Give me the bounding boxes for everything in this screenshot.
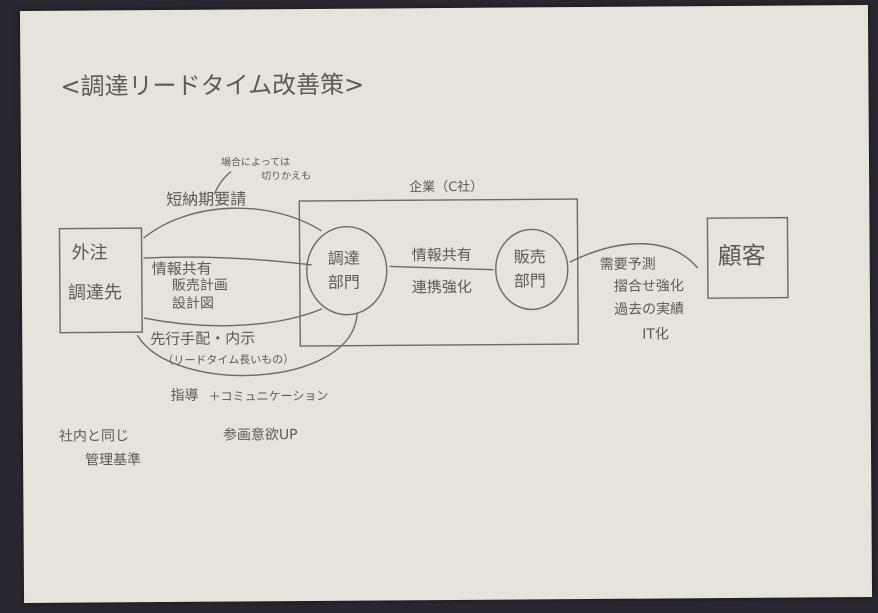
coordination-arrow	[389, 265, 494, 271]
supplier-box	[58, 227, 143, 334]
note-line-1: 場合によっては	[220, 157, 291, 169]
customer-box	[706, 216, 789, 299]
company-label: 企業（C社）	[409, 179, 484, 196]
demand-forecast: 需要予測	[599, 256, 656, 273]
note-pointer	[213, 170, 232, 195]
info-share-arrow	[143, 256, 312, 266]
procurement-circle	[306, 225, 388, 316]
advance-note: （リードタイム長いもの）	[162, 353, 295, 367]
center-label-2: 連携強化	[411, 277, 472, 297]
supplier-line-2: 調達先	[67, 282, 122, 304]
same-standard-1: 社内と同じ	[58, 428, 129, 445]
center-label-1: 情報共有	[411, 245, 472, 265]
motivation-label: 参画意欲UP	[222, 427, 298, 444]
info-share-left: 情報共有	[151, 259, 212, 279]
demand-it: IT化	[642, 326, 669, 343]
guidance-loop	[136, 313, 358, 377]
advance-arrow	[143, 308, 323, 327]
short-delivery-label: 短納期要請	[166, 189, 247, 209]
short-delivery-arrow	[143, 207, 322, 239]
procurement-line-2: 部門	[327, 272, 360, 292]
sales-circle	[495, 228, 569, 311]
note-line-2: 切りかえも	[261, 170, 312, 183]
company-box	[298, 198, 579, 347]
same-standard-2: 管理基準	[85, 452, 142, 469]
info-item-design: 設計図	[171, 295, 215, 312]
demand-item-alignment: 摺合せ強化	[613, 278, 684, 295]
demand-arrow	[569, 243, 699, 269]
advance-label: 先行手配・内示	[150, 329, 256, 349]
customer-label: 顧客	[717, 241, 766, 271]
page-title: <調達リードタイム改善策>	[60, 70, 365, 101]
guidance-label: 指導	[170, 387, 199, 404]
communication-label: ＋コミュニケーション	[208, 388, 329, 404]
supplier-line-1: 外注	[71, 242, 108, 264]
diagram-lines	[58, 170, 789, 377]
info-item-sales-plan: 販売計画	[171, 277, 228, 294]
procurement-line-1: 調達	[327, 248, 360, 268]
demand-item-history: 過去の実績	[613, 301, 685, 318]
paper-sheet: <調達リードタイム改善策> 場合によっては 切りかえも 短納期要請 企業（C社）…	[19, 5, 873, 603]
sales-line-2: 部門	[513, 271, 546, 291]
sales-line-1: 販売	[513, 247, 546, 267]
